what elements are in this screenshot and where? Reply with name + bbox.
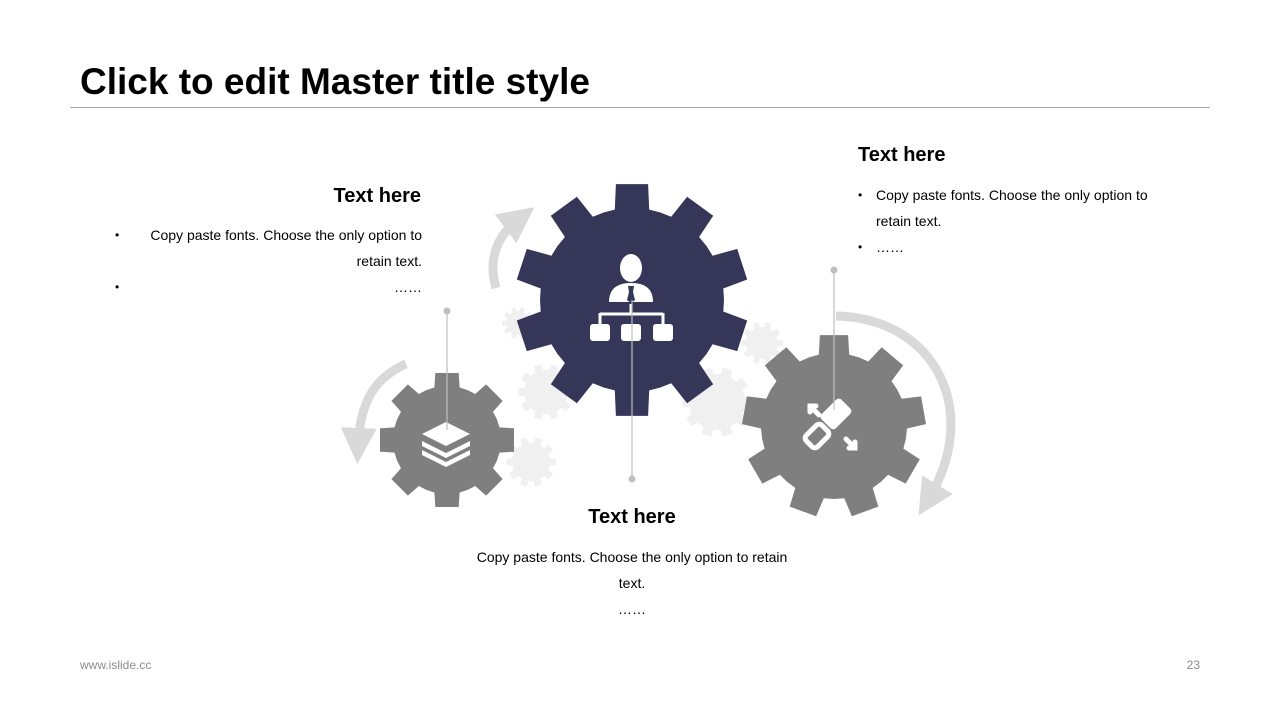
- connector-dot-left: [443, 307, 451, 315]
- page-number: 23: [1186, 658, 1200, 672]
- right-bullet-2[interactable]: ……: [858, 234, 1173, 260]
- left-block-text: Copy paste fonts. Choose the only option…: [115, 222, 422, 300]
- title-divider: [70, 107, 1210, 108]
- left-bullet-2[interactable]: ……: [115, 274, 422, 300]
- right-bullet-list: Copy paste fonts. Choose the only option…: [858, 182, 1173, 260]
- layers-icon: [422, 422, 470, 467]
- right-bullet-1[interactable]: Copy paste fonts. Choose the only option…: [858, 182, 1173, 234]
- bottom-block-text: Copy paste fonts. Choose the only option…: [464, 544, 800, 622]
- right-block-text: Copy paste fonts. Choose the only option…: [858, 182, 1173, 260]
- decorative-gear-3: [506, 437, 556, 487]
- bottom-block-body[interactable]: Copy paste fonts. Choose the only option…: [476, 549, 788, 591]
- cycle-arrow-top: [488, 207, 535, 290]
- right-block-heading[interactable]: Text here: [858, 144, 946, 166]
- cycle-arrow-left: [340, 359, 408, 464]
- cycle-arrow-right: [835, 311, 956, 516]
- footer-website: www.islide.cc: [80, 658, 152, 672]
- decorative-gear-4: [741, 322, 783, 364]
- left-block-heading[interactable]: Text here: [333, 185, 421, 207]
- left-bullet-1[interactable]: Copy paste fonts. Choose the only option…: [115, 222, 422, 274]
- connector-dot-center: [628, 475, 636, 483]
- slide-title[interactable]: Click to edit Master title style: [80, 61, 590, 102]
- connector-dot-right: [830, 266, 838, 274]
- bottom-block-ellipsis[interactable]: ……: [618, 601, 646, 617]
- plug-connect-icon: [802, 398, 858, 451]
- bottom-block-heading[interactable]: Text here: [588, 506, 676, 528]
- left-bullet-list: Copy paste fonts. Choose the only option…: [115, 222, 422, 300]
